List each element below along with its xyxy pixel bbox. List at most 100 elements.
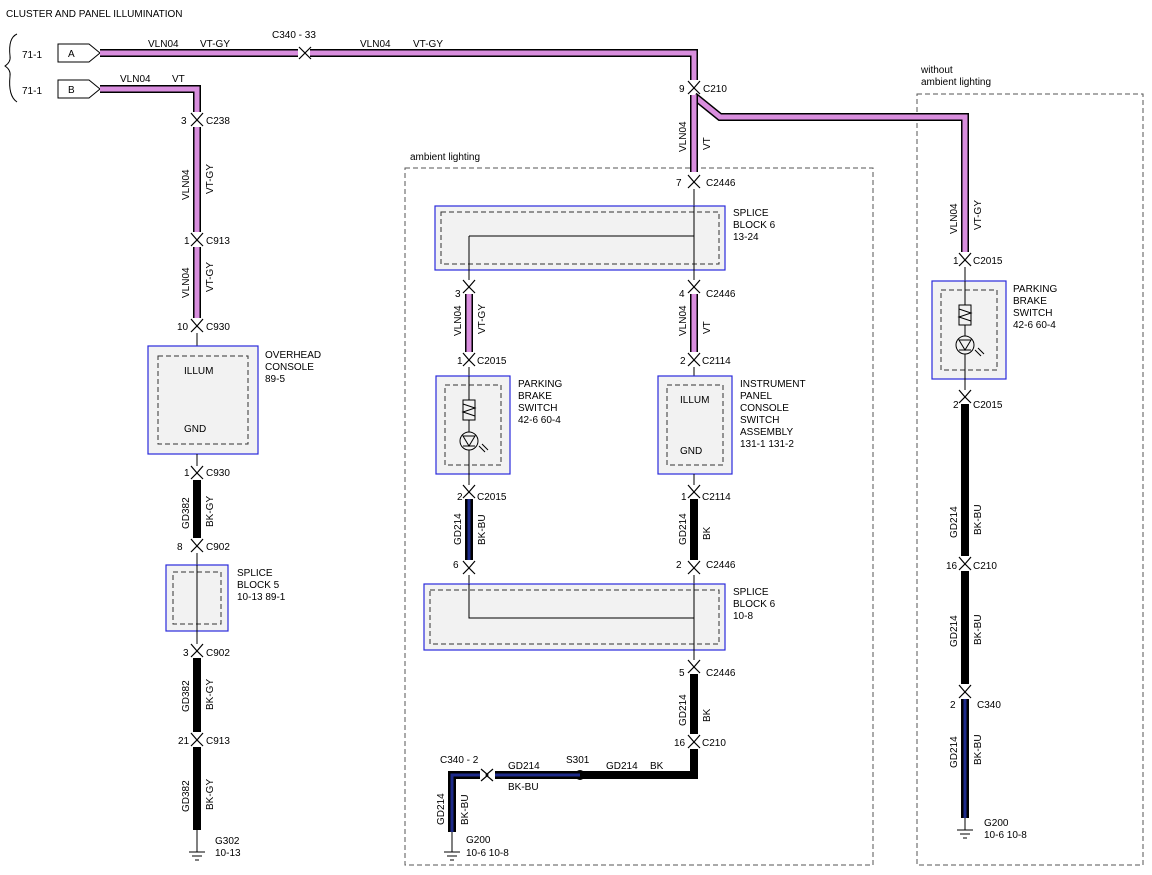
c902-a-connector [190, 538, 204, 553]
c2114-b-pin: 1 [681, 492, 687, 503]
c210-top-connector [687, 80, 701, 95]
ground-g200-middle-ref: 10-6 10-8 [466, 848, 509, 859]
splice-block-5-name-2: BLOCK 5 [237, 580, 280, 591]
bottom-wire-bk-color: BK [650, 761, 664, 772]
c2114-a-connector [687, 352, 701, 367]
middle-left-gnd-circuit: GD214 [453, 513, 464, 545]
c340-33-connector [298, 46, 312, 60]
parking-brake-switch-middle-name-2: BRAKE [518, 391, 552, 402]
splice-block-6-top-ref: 13-24 [733, 232, 759, 243]
wire-to-right-branch [691, 92, 969, 252]
c2446-c-label: C2446 [706, 560, 736, 571]
c2114-a-label: C2114 [702, 356, 731, 367]
right-wire-2-color: BK-BU [973, 504, 984, 535]
middle-right-gnd-circuit: GD214 [678, 513, 689, 545]
ipc-name-2: PANEL [740, 391, 772, 402]
wire-b-top [100, 85, 201, 112]
parking-brake-switch-middle-name-1: PARKING [518, 379, 562, 390]
left-wire-5-color: BK-GY [205, 779, 216, 810]
bottom-wire-bk-circuit: GD214 [606, 761, 638, 772]
splice-block-6-bottom-name-2: BLOCK 6 [733, 599, 776, 610]
input-b-letter: B [68, 85, 75, 96]
c2015-b-label: C2015 [477, 492, 507, 503]
c2446-a-pin: 7 [676, 178, 682, 189]
right-c2015-b-label: C2015 [973, 400, 1003, 411]
c340-2-label: C340 - 2 [440, 755, 479, 766]
instrument-panel-console-switch [657, 375, 733, 475]
right-c340-label: C340 [977, 700, 1001, 711]
c238-connector [190, 112, 204, 127]
ipc-ref: 131-1 131-2 [740, 439, 794, 450]
ipc-gnd-label: GND [680, 446, 702, 457]
c930-a-pin: 10 [177, 322, 189, 333]
c210-b-pin: 16 [674, 738, 686, 749]
splice6-pin3-connector [462, 279, 476, 294]
left-wire-3-circuit: GD382 [181, 497, 192, 529]
c913-a-connector [190, 232, 204, 247]
input-brace [4, 33, 18, 103]
c930-b-pin: 1 [184, 468, 190, 479]
splice-block-6-top [434, 205, 726, 271]
c2015-a-connector [462, 352, 476, 367]
right-c340-pin: 2 [950, 700, 956, 711]
wire-b-color: VT [172, 74, 185, 85]
overhead-console-name-1: OVERHEAD [265, 350, 321, 361]
right-c210-label: C210 [973, 561, 997, 572]
c913-b-label: C913 [206, 736, 230, 747]
middle-right-wire-color: VT [702, 321, 713, 334]
c210-b-connector [687, 734, 701, 749]
overhead-console-ref: 89-5 [265, 374, 285, 385]
parking-brake-switch-right-name-3: SWITCH [1013, 308, 1052, 319]
ground-g200-right-label: G200 [984, 818, 1009, 829]
middle-wire-5-circuit: GD214 [678, 694, 689, 726]
input-b-ref: 71-1 [22, 86, 42, 97]
right-wire-1-circuit: VLN04 [949, 203, 960, 234]
ground-g302-ref: 10-13 [215, 848, 241, 859]
c2015-a-label: C2015 [477, 356, 507, 367]
right-c2015-a-connector [958, 252, 972, 267]
ground-g302-symbol [189, 830, 205, 861]
ambient-lighting-region [404, 167, 874, 866]
wire-a2-color: VT-GY [413, 39, 443, 50]
c913-a-pin: 1 [184, 236, 190, 247]
c2114-a-pin: 2 [680, 356, 686, 367]
splice-block-6-top-name-2: BLOCK 6 [733, 220, 776, 231]
c2015-b-connector [462, 484, 476, 499]
c930-a-label: C930 [206, 322, 230, 333]
c238-label: C238 [206, 116, 230, 127]
c2446-b-connector [687, 279, 701, 294]
overhead-illum-label: ILLUM [184, 366, 213, 377]
wire-a-color: VT-GY [200, 39, 230, 50]
ipc-name-5: ASSEMBLY [740, 427, 793, 438]
c340-33-label: C340 - 33 [272, 30, 316, 41]
right-c210-connector [958, 556, 972, 571]
right-c2015-a-label: C2015 [973, 256, 1003, 267]
parking-brake-switch-middle-ref: 42-6 60-4 [518, 415, 561, 426]
middle-down-wire-bkbu [448, 771, 480, 832]
c2015-a-pin: 1 [457, 356, 463, 367]
ambient-lighting-label: ambient lighting [410, 152, 480, 163]
c340-2-connector [480, 768, 494, 782]
middle-down-wire-color: BK-BU [460, 794, 471, 825]
wire-a-top [100, 49, 698, 80]
middle-left-gnd-color: BK-BU [477, 514, 488, 545]
c2446-d-connector [687, 659, 701, 674]
left-wire-1-circuit: VLN04 [181, 169, 192, 200]
ground-g200-right-symbol [957, 818, 973, 839]
input-a-letter: A [68, 49, 75, 60]
c210-top-label: C210 [703, 84, 727, 95]
right-wire-4-color: BK-BU [973, 734, 984, 765]
c210-top-pin: 9 [679, 84, 685, 95]
parking-brake-switch-right-name-1: PARKING [1013, 284, 1057, 295]
ground-g302-label: G302 [215, 836, 240, 847]
c902-a-pin: 8 [177, 542, 183, 553]
right-c2015-b-connector [958, 389, 972, 404]
c2446-d-pin: 5 [679, 668, 685, 679]
c2446-a-connector [687, 174, 701, 189]
splice-block-6-bottom [423, 583, 726, 651]
left-wire-1-color: VT-GY [205, 164, 216, 194]
middle-left-wire-circuit: VLN04 [453, 305, 464, 336]
splice-block-5-ref: 10-13 89-1 [237, 592, 286, 603]
c210-b-label: C210 [702, 738, 726, 749]
splice-block-6-top-name-1: SPLICE [733, 208, 769, 219]
